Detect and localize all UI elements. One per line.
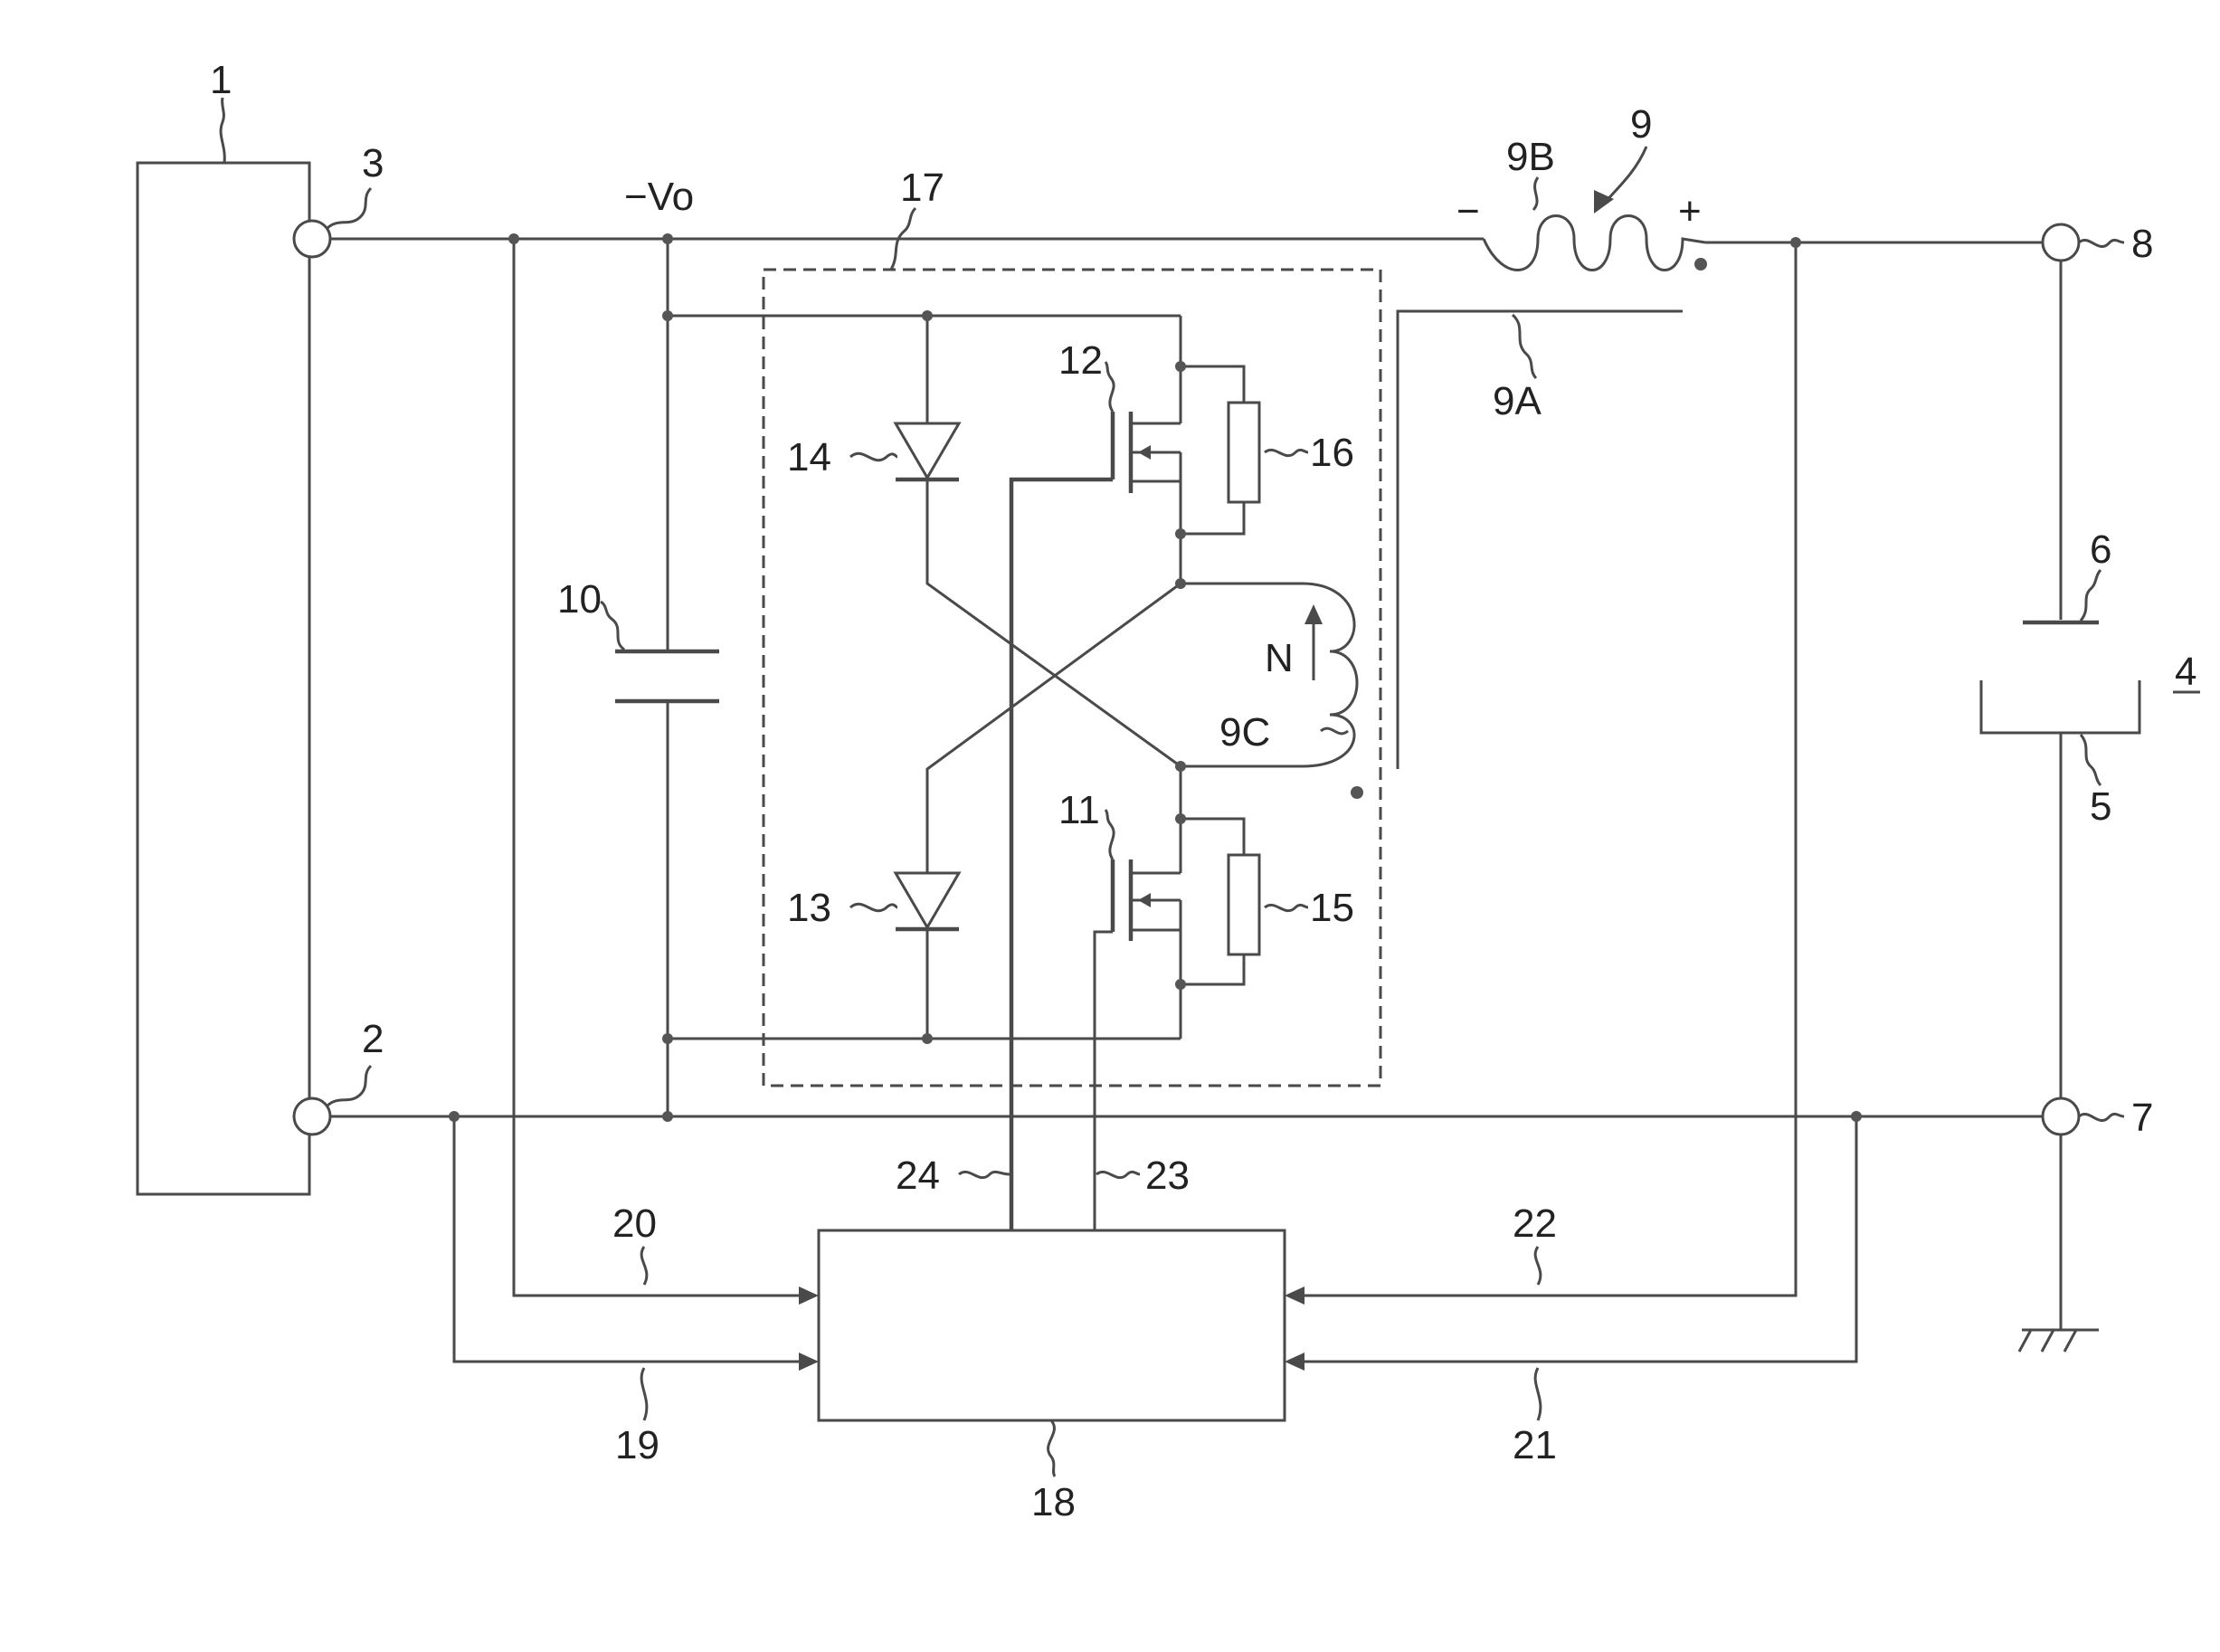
polarity-dot-9C — [1351, 786, 1363, 799]
label-23: 23 — [1145, 1154, 1190, 1198]
label-13: 13 — [787, 886, 831, 930]
label-22: 22 — [1513, 1201, 1557, 1246]
arrow-19 — [799, 1353, 819, 1371]
leader-12 — [1105, 362, 1114, 412]
arrow-21 — [1285, 1353, 1304, 1371]
label-9B: 9B — [1506, 135, 1555, 179]
label-plus: + — [1678, 189, 1702, 233]
leader-22 — [1535, 1247, 1541, 1285]
sense-line-22 — [1303, 242, 1796, 1296]
leader-3 — [327, 188, 371, 228]
label-12: 12 — [1058, 338, 1103, 383]
label-9A: 9A — [1493, 379, 1542, 423]
label-15: 15 — [1310, 886, 1354, 930]
leader-20 — [641, 1247, 647, 1285]
leader-7 — [2079, 1114, 2124, 1120]
label-21: 21 — [1513, 1423, 1557, 1467]
label-minus: − — [1456, 189, 1480, 233]
sense-line-21 — [1303, 1116, 1856, 1362]
leader-9B — [1533, 177, 1538, 210]
arrow-20 — [799, 1286, 819, 1305]
diode-13 — [896, 873, 959, 927]
label-11: 11 — [1058, 788, 1100, 832]
diode-14 — [896, 423, 959, 478]
label-14: 14 — [787, 435, 831, 479]
resistor-15 — [1229, 855, 1259, 954]
leader-2 — [327, 1066, 371, 1106]
terminal-8 — [2043, 224, 2079, 261]
leader-8 — [2079, 240, 2124, 246]
label-10: 10 — [557, 577, 602, 622]
ground-hatch-1 — [2019, 1330, 2031, 1352]
leader-1 — [221, 98, 224, 163]
label-1: 1 — [210, 58, 232, 102]
label-3: 3 — [362, 141, 384, 185]
leader-6 — [2081, 570, 2101, 621]
leader-19 — [641, 1368, 647, 1420]
leader-16 — [1265, 450, 1308, 455]
cap4-plate-bottom — [1981, 680, 2139, 733]
arrow-N-head — [1304, 604, 1323, 624]
label-17: 17 — [900, 166, 944, 210]
wire-gate-23 — [1095, 932, 1113, 1230]
junction-dots — [449, 233, 1862, 1122]
label-9C: 9C — [1219, 710, 1270, 755]
label-4: 4 — [2175, 650, 2196, 694]
ground-hatch-2 — [2042, 1330, 2054, 1352]
terminal-7 — [2043, 1098, 2079, 1135]
leader-11 — [1105, 810, 1114, 859]
terminal-3 — [294, 221, 330, 257]
leader-18 — [1048, 1420, 1055, 1476]
leader-24 — [959, 1172, 1010, 1177]
label-16: 16 — [1310, 431, 1354, 475]
label-2: 2 — [362, 1017, 384, 1061]
label-vo: −Vo — [624, 175, 694, 219]
label-8: 8 — [2131, 222, 2153, 266]
label-18: 18 — [1031, 1480, 1076, 1524]
polarity-dot-9B — [1694, 258, 1707, 271]
leader-5 — [2081, 735, 2101, 785]
leader-9C — [1321, 728, 1348, 734]
leader-21 — [1535, 1368, 1541, 1420]
label-6: 6 — [2090, 527, 2111, 572]
label-9: 9 — [1630, 102, 1652, 147]
label-5: 5 — [2090, 784, 2111, 829]
resistor-16 — [1229, 403, 1259, 502]
leader-23 — [1096, 1172, 1140, 1177]
arrow-22 — [1285, 1286, 1304, 1305]
arrow-9-head — [1594, 190, 1614, 214]
label-20: 20 — [612, 1201, 657, 1246]
m12-arrow — [1138, 445, 1151, 460]
controller-18 — [819, 1230, 1285, 1420]
leader-15 — [1265, 905, 1308, 910]
label-7: 7 — [2131, 1096, 2153, 1140]
wire-cross-b — [927, 584, 1181, 873]
leader-14 — [850, 453, 897, 460]
label-N: N — [1265, 636, 1294, 680]
label-19: 19 — [615, 1423, 659, 1467]
terminal-2 — [294, 1098, 330, 1135]
block-1 — [138, 163, 309, 1194]
ground-hatch-3 — [2064, 1330, 2076, 1352]
label-24: 24 — [896, 1154, 940, 1198]
m11-arrow — [1138, 893, 1151, 907]
leader-13 — [850, 904, 897, 911]
sense-line-20 — [514, 239, 801, 1296]
leader-10 — [601, 602, 624, 650]
inductor-9B-coil — [1484, 216, 1705, 271]
leader-9A — [1513, 315, 1536, 378]
wire-cross-a — [927, 479, 1181, 766]
